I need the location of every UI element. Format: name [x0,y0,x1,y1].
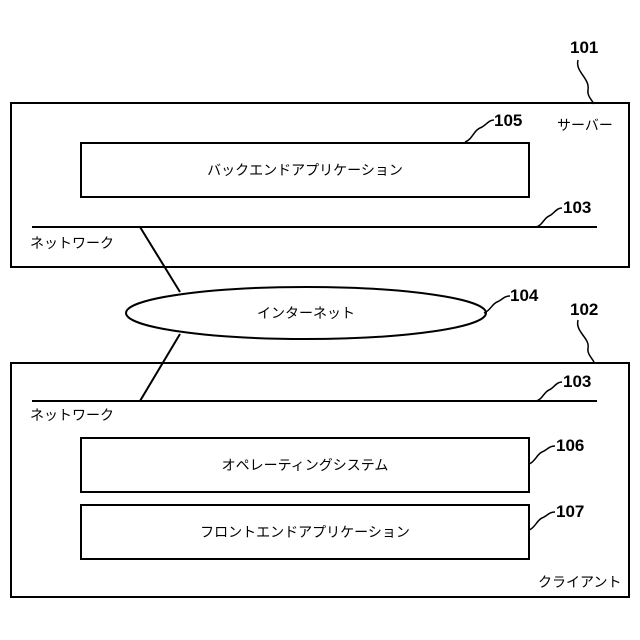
ref-104: 104 [510,286,538,306]
frontend-app-box: フロントエンドアプリケーション [80,504,530,560]
ref-107: 107 [556,502,584,522]
os-box: オペレーティングシステム [80,437,530,493]
leader-101 [578,60,594,104]
server-network-label: ネットワーク [30,233,114,253]
ref-103-bottom: 103 [563,372,591,392]
internet-label-wrap: インターネット [126,287,486,339]
backend-app-label: バックエンドアプリケーション [207,160,403,180]
frontend-app-label: フロントエンドアプリケーション [200,522,410,542]
ref-101: 101 [570,38,598,58]
ref-102: 102 [570,300,598,320]
client-label: クライアント [538,572,621,592]
leader-102 [578,320,594,362]
leader-104 [484,296,510,313]
os-label: オペレーティングシステム [222,455,389,475]
ref-105: 105 [494,111,522,131]
internet-label: インターネット [257,303,355,323]
client-network-label: ネットワーク [30,405,114,425]
ref-106: 106 [556,436,584,456]
backend-app-box: バックエンドアプリケーション [80,142,530,198]
server-label: サーバー [557,115,613,135]
ref-103-top: 103 [563,198,591,218]
